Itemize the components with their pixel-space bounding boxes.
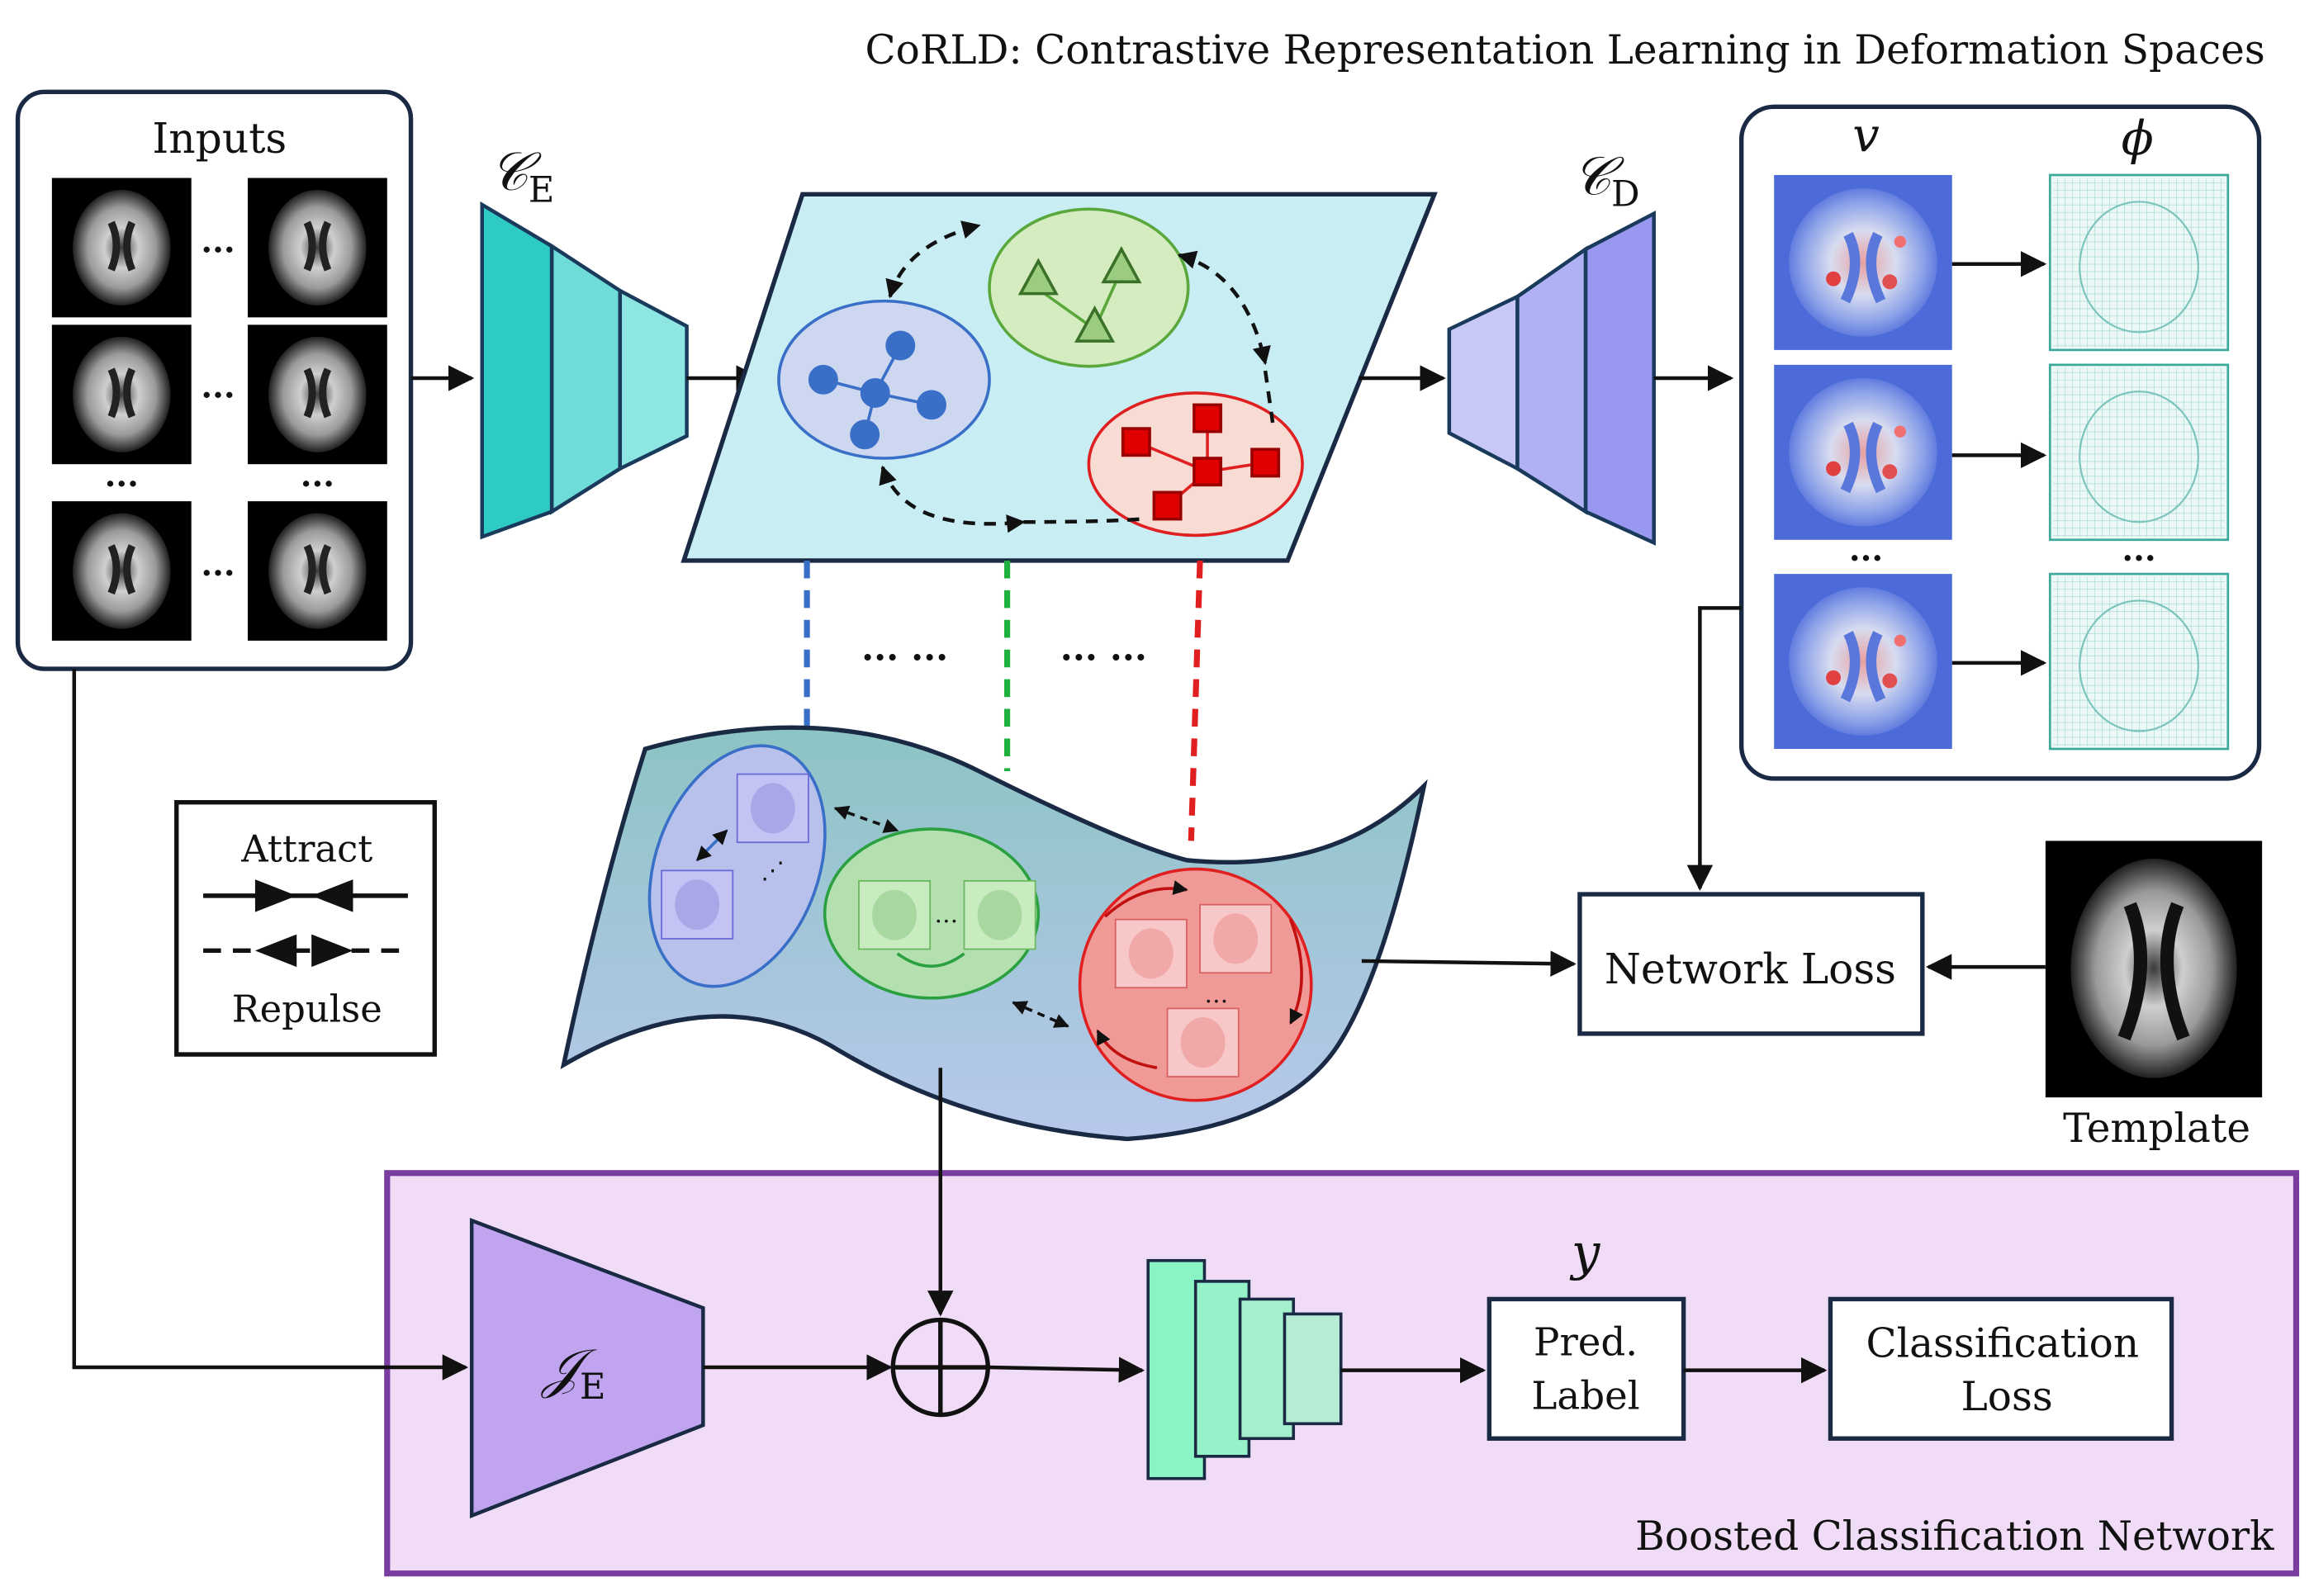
pred-label-box (1487, 1296, 1686, 1441)
latent-dots-left: ... ... (861, 628, 948, 669)
legend-attract-label: Attract (240, 827, 372, 871)
arrow-inputs-to-je (72, 669, 469, 1381)
manifold-green-images (858, 880, 1036, 950)
inputs-ellipsis-r3: ... (201, 546, 235, 584)
projection-dashed-lines (804, 560, 1203, 841)
deformation-grid-images (2048, 173, 2230, 751)
decoder-cd (1447, 210, 1656, 546)
phi-label: ϕ (2122, 111, 2154, 166)
inputs-ellipsis-r2: ... (201, 367, 235, 405)
template-label: Template (2063, 1106, 2250, 1152)
encoder-je (469, 1217, 705, 1518)
inputs-ellipsis-col2: ... (301, 457, 334, 495)
legend-attract-symbol (203, 879, 408, 912)
inputs-label: Inputs (152, 114, 287, 163)
concat-operator (890, 1317, 990, 1418)
latent-blue-cluster (777, 299, 991, 460)
pred-label-line2: Label (1531, 1374, 1639, 1418)
y-label: y (1569, 1224, 1601, 1282)
manifold-green-ellipsis: … (935, 900, 959, 928)
classification-loss-box (1828, 1296, 2174, 1441)
latent-green-cluster (988, 207, 1190, 368)
arrow-fields-to-loss (1686, 606, 1742, 892)
decoder-cd-label: 𝒞D (1572, 145, 1640, 215)
manifold-repulse-arrows (833, 805, 1069, 1028)
inputs-ellipsis-r1: ... (201, 222, 235, 260)
manifold-red-ellipsis: … (1204, 980, 1228, 1008)
manifold-red-images (1114, 903, 1273, 1077)
manifold-blue-attract (695, 829, 728, 862)
manifold-red-attract (1096, 880, 1303, 1069)
figure-title: CoRLD: Contrastive Representation Learni… (865, 27, 2265, 73)
legend-repulse-label: Repulse (232, 987, 382, 1031)
manifold-green-attract (896, 952, 965, 968)
latent-blue-nodes (808, 330, 946, 450)
legend-repulse-symbol (203, 934, 408, 968)
classifier-panel-title: Boosted Classification Network (1635, 1513, 2274, 1560)
fields-ellipsis-phi: ... (2122, 531, 2155, 569)
encoder-ce-label: 𝒞E (490, 141, 555, 211)
inputs-ellipsis-col1: ... (105, 457, 139, 495)
v-label: v (1852, 107, 1879, 163)
pred-label-line1: Pred. (1534, 1321, 1638, 1366)
network-loss-label: Network Loss (1605, 945, 1896, 993)
manifold-green-cluster (823, 827, 1041, 1000)
legend-box (174, 800, 437, 1057)
manifold-blue-ellipsis: ⋰ (761, 855, 785, 883)
latent-dots-right: ... ... (1060, 628, 1147, 669)
template-image (2045, 841, 2263, 1098)
classification-loss-line2: Loss (1961, 1374, 2053, 1420)
velocity-field-images (1774, 175, 1952, 749)
v-to-phi-arrows (1951, 250, 2047, 676)
latent-green-nodes (1017, 246, 1142, 343)
encoder-ce (480, 201, 689, 540)
manifold-blue-images (661, 773, 809, 940)
network-loss-box (1577, 892, 1925, 1036)
classifier-layers (1146, 1258, 1343, 1480)
classification-loss-line1: Classification (1866, 1320, 2140, 1366)
latent-repulse-arrows (879, 220, 1275, 533)
arrow-manifold-to-loss (1361, 950, 1577, 977)
latent-red-nodes (1121, 403, 1281, 521)
arrow-concat-to-classifier (988, 1357, 1145, 1383)
fields-ellipsis-v: ... (1849, 531, 1883, 569)
